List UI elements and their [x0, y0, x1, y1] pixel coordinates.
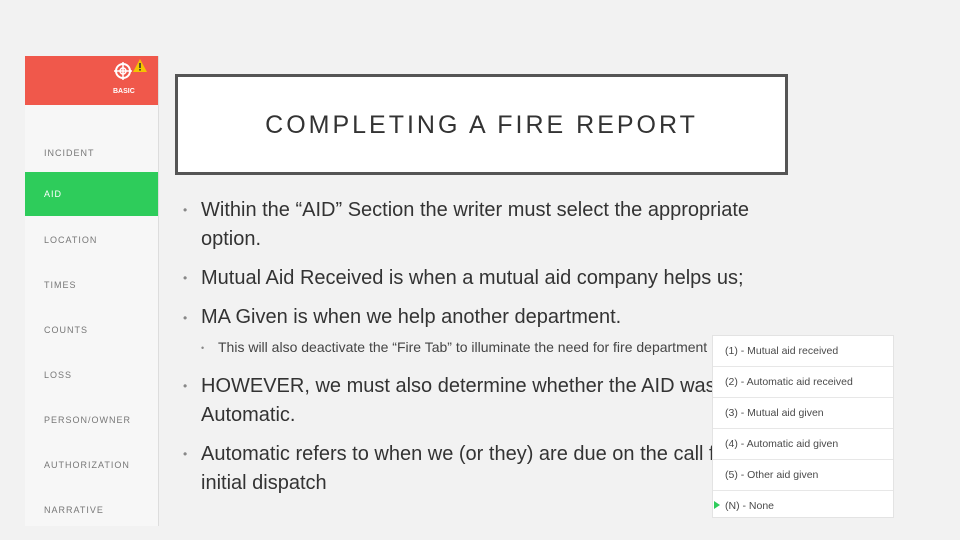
report-sidebar: BASIC INCIDENT AID LOCATION TIMES COUNTS…: [25, 56, 159, 526]
bullet-item: • HOWEVER, we must also determine whether…: [183, 372, 783, 430]
sub-bullet-item: • This will also deactivate the “Fire Tab…: [201, 337, 741, 358]
bullet-text: Automatic refers to when we (or they) ar…: [201, 443, 750, 495]
aid-option-label: (2) - Automatic aid received: [725, 376, 853, 388]
aid-option-label: (N) - None: [725, 500, 775, 512]
slide-title: COMPLETING A FIRE REPORT: [265, 111, 698, 139]
aid-option[interactable]: (2) - Automatic aid received: [713, 367, 893, 398]
sidebar-item-aid[interactable]: AID: [25, 172, 158, 216]
sidebar-item-incident[interactable]: INCIDENT: [25, 131, 158, 175]
bullet-dot-icon: •: [183, 203, 188, 218]
bullet-dot-icon: •: [183, 379, 188, 394]
aid-option[interactable]: (5) - Other aid given: [713, 460, 893, 491]
aid-option-label: (3) - Mutual aid given: [725, 407, 824, 419]
fire-department-icon: [114, 62, 132, 80]
bullet-dot-icon: •: [183, 310, 188, 325]
aid-option[interactable]: (4) - Automatic aid given: [713, 429, 893, 460]
bullet-item: • MA Given is when we help another depart…: [183, 303, 783, 332]
bullet-text: HOWEVER, we must also determine whether …: [201, 374, 716, 427]
aid-option-label: (5) - Other aid given: [725, 469, 819, 481]
bullet-item: • Automatic refers to when we (or they) a…: [183, 440, 783, 498]
sidebar-item-label: PERSON/OWNER: [44, 415, 132, 425]
bullet-text: Mutual Aid Received is when a mutual aid…: [201, 267, 744, 290]
sidebar-item-counts[interactable]: COUNTS: [25, 308, 158, 352]
sidebar-item-person-owner[interactable]: PERSON/OWNER: [25, 398, 158, 442]
bullet-item: • Within the “AID” Section the writer mus…: [183, 196, 783, 254]
sidebar-item-label: NARRATIVE: [44, 505, 104, 515]
aid-options-list: (1) - Mutual aid received (2) - Automati…: [712, 335, 894, 518]
sidebar-item-label: LOCATION: [44, 235, 98, 245]
bullet-text: Within the “AID” Section the writer must…: [201, 199, 750, 251]
aid-option-label: (1) - Mutual aid received: [725, 345, 839, 357]
warning-icon: [133, 59, 147, 72]
bullet-item: • Mutual Aid Received is when a mutual ai…: [183, 264, 783, 293]
sidebar-item-label: INCIDENT: [44, 148, 95, 158]
bullet-dot-icon: •: [183, 447, 188, 462]
selected-arrow-icon: [714, 501, 720, 509]
basic-label: BASIC: [113, 88, 135, 95]
slide-title-box: COMPLETING A FIRE REPORT: [175, 74, 788, 175]
sidebar-item-location[interactable]: LOCATION: [25, 218, 158, 262]
sub-bullet-text: This will also deactivate the “Fire Tab”…: [218, 338, 708, 355]
sidebar-item-times[interactable]: TIMES: [25, 263, 158, 307]
sidebar-item-label: AID: [44, 189, 63, 199]
bullet-list: • Within the “AID” Section the writer mus…: [183, 196, 783, 508]
sidebar-item-label: AUTHORIZATION: [44, 460, 130, 470]
aid-option-selected[interactable]: (N) - None: [713, 491, 893, 521]
bullet-dot-icon: •: [201, 342, 205, 353]
sidebar-item-label: TIMES: [44, 280, 77, 290]
sidebar-item-loss[interactable]: LOSS: [25, 353, 158, 397]
sidebar-item-narrative[interactable]: NARRATIVE: [25, 488, 158, 532]
aid-option[interactable]: (1) - Mutual aid received: [713, 336, 893, 367]
basic-section-header[interactable]: BASIC: [25, 56, 158, 105]
bullet-text: MA Given is when we help another departm…: [201, 306, 622, 329]
aid-option[interactable]: (3) - Mutual aid given: [713, 398, 893, 429]
sidebar-item-authorization[interactable]: AUTHORIZATION: [25, 443, 158, 487]
aid-option-label: (4) - Automatic aid given: [725, 438, 839, 450]
bullet-dot-icon: •: [183, 271, 188, 286]
sidebar-item-label: COUNTS: [44, 325, 88, 335]
sidebar-item-label: LOSS: [44, 370, 73, 380]
